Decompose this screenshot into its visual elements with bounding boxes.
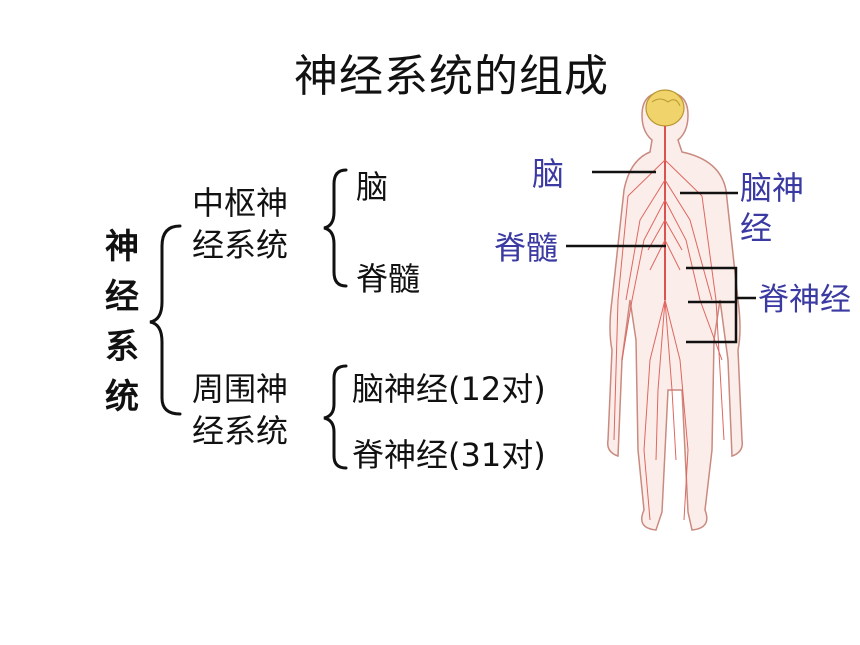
- root-brace: [149, 224, 182, 416]
- brain-item: 脑: [356, 168, 389, 206]
- spinal-cord-item: 脊髓: [356, 260, 421, 298]
- figure-label-cranial-nerves: 脑神 经: [740, 168, 804, 248]
- spinal-nerve-bracket: [686, 266, 756, 344]
- central-brace: [323, 168, 348, 288]
- peripheral-label-line1: 周围神: [192, 370, 289, 408]
- peripheral-label-line2: 经系统: [192, 412, 289, 450]
- cranial-label-line2: 经: [740, 209, 773, 247]
- peripheral-brace: [323, 364, 348, 470]
- central-label-line1: 中枢神: [192, 184, 289, 222]
- figure-label-brain: 脑: [532, 155, 565, 193]
- root-label: 神经系统: [105, 227, 139, 417]
- cranial-nerves-item: 脑神经(12对): [352, 370, 546, 408]
- central-label-line2: 经系统: [192, 226, 289, 264]
- peripheral-nervous-system-label: 周围神 经系统: [192, 368, 288, 452]
- spinal-nerves-item: 脊神经(31对): [352, 436, 546, 474]
- page-title: 神经系统的组成: [294, 51, 609, 102]
- figure-label-spinal-nerves: 脊神经: [758, 282, 851, 318]
- central-nervous-system-label: 中枢神 经系统: [192, 182, 288, 266]
- human-nervous-system-figure: [606, 89, 744, 531]
- figure-label-spinal-cord: 脊髓: [494, 229, 559, 267]
- cranial-label-line1: 脑神: [740, 169, 805, 207]
